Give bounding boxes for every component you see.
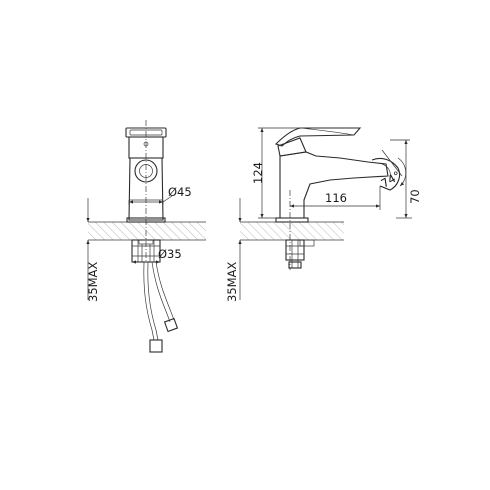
- front-hose-right: [151, 261, 171, 323]
- dim-diameter-base: Ø45: [168, 185, 192, 199]
- side-view: 124 116 70 74° 35MAX: [225, 127, 422, 302]
- dim-max-thickness-front: 35MAX: [86, 262, 100, 302]
- front-view: Ø45 Ø35 35MAX: [86, 120, 206, 353]
- side-handle-cap: [277, 137, 307, 157]
- dim-height: 124: [251, 162, 265, 184]
- front-spout-outlet: [134, 159, 158, 183]
- dim-max-thickness-side: 35MAX: [225, 262, 239, 302]
- front-countertop: [88, 222, 206, 240]
- front-mixer-body: [128, 157, 164, 221]
- front-hose-left: [143, 261, 155, 341]
- side-lever: [274, 127, 362, 147]
- dim-diameter-hole: Ø35: [158, 247, 182, 261]
- dim-spout-height: 70: [408, 189, 422, 204]
- side-mixer-body: [279, 151, 389, 219]
- side-countertop: [240, 222, 344, 240]
- side-spout: [371, 157, 401, 191]
- dim-reach: 116: [325, 191, 347, 205]
- side-fixing-nut: [285, 239, 305, 261]
